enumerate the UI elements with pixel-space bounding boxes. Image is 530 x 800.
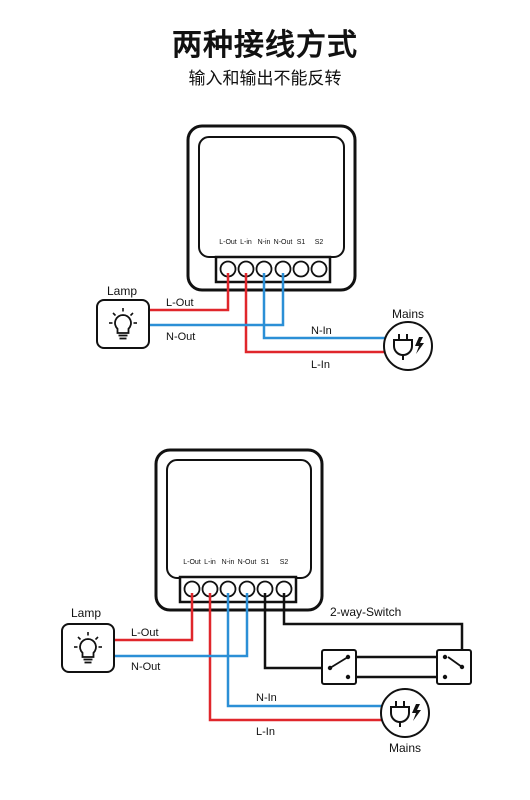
switch-label: 2-way-Switch	[330, 605, 401, 619]
terminal-label-nout: N-Out	[274, 239, 293, 246]
wire-label-lout-2: L-Out	[131, 627, 159, 639]
terminal-block-2	[183, 580, 293, 598]
terminal-label-s1: S1	[297, 239, 306, 246]
terminal-label-s1-2: S1	[261, 559, 270, 566]
wire-lin-1	[244, 273, 388, 354]
lamp-box-1	[96, 299, 150, 349]
wire-label-lin-1: L-In	[311, 359, 330, 371]
terminal-label-nin-2: N-in	[222, 559, 235, 566]
wire-label-nout-1: N-Out	[166, 331, 195, 343]
lamp-label-1: Lamp	[107, 284, 137, 298]
terminal-label-lin-2: L-in	[204, 559, 216, 566]
wire-s2	[282, 593, 464, 650]
diagram-1: L-Out L-in N-in N-Out S1 S2 Lamp L	[96, 124, 433, 371]
wire-lin-2	[208, 593, 385, 722]
wire-nout-2	[115, 593, 249, 658]
wire-label-nin-1: N-In	[311, 325, 332, 337]
wire-label-lin-2: L-In	[256, 726, 275, 738]
terminal-label-s2: S2	[315, 239, 324, 246]
wire-label-nin-2: N-In	[256, 692, 277, 704]
lamp-label-2: Lamp	[71, 606, 101, 620]
terminal-label-s2-2: S2	[280, 559, 289, 566]
terminal-label-lout-2: L-Out	[183, 559, 201, 566]
mains-label-2: Mains	[389, 741, 421, 755]
wire-label-nout-2: N-Out	[131, 661, 160, 673]
relay-module-2: L-Out L-in N-in N-Out S1 S2	[154, 448, 324, 612]
relay-module-1: L-Out L-in N-in N-Out S1 S2	[186, 124, 357, 292]
terminal-label-nout-2: N-Out	[238, 559, 257, 566]
page-title: 两种接线方式	[172, 28, 358, 63]
wire-label-lout-1: L-Out	[166, 297, 194, 309]
wire-s1	[263, 593, 325, 670]
wire-lout-1	[150, 273, 230, 312]
terminal-label-lout: L-Out	[219, 239, 237, 246]
mains-circle-1	[383, 321, 433, 371]
wire-nin-2	[226, 593, 385, 708]
lamp-box-2	[61, 623, 115, 673]
wire-nin-1	[262, 273, 388, 340]
two-way-switch-left	[321, 649, 357, 685]
terminal-label-lin: L-in	[240, 239, 252, 246]
wire-lout-2	[115, 593, 194, 642]
terminal-block-1	[219, 260, 328, 278]
wire-nout-1	[150, 273, 285, 327]
terminal-label-nin: N-in	[258, 239, 271, 246]
mains-circle-2	[380, 688, 430, 738]
mains-label-1: Mains	[392, 307, 424, 321]
diagram-2: L-Out L-in N-in N-Out S1 S2	[61, 448, 472, 755]
two-way-switch-right	[436, 649, 472, 685]
page-subtitle: 输入和输出不能反转	[188, 69, 342, 89]
